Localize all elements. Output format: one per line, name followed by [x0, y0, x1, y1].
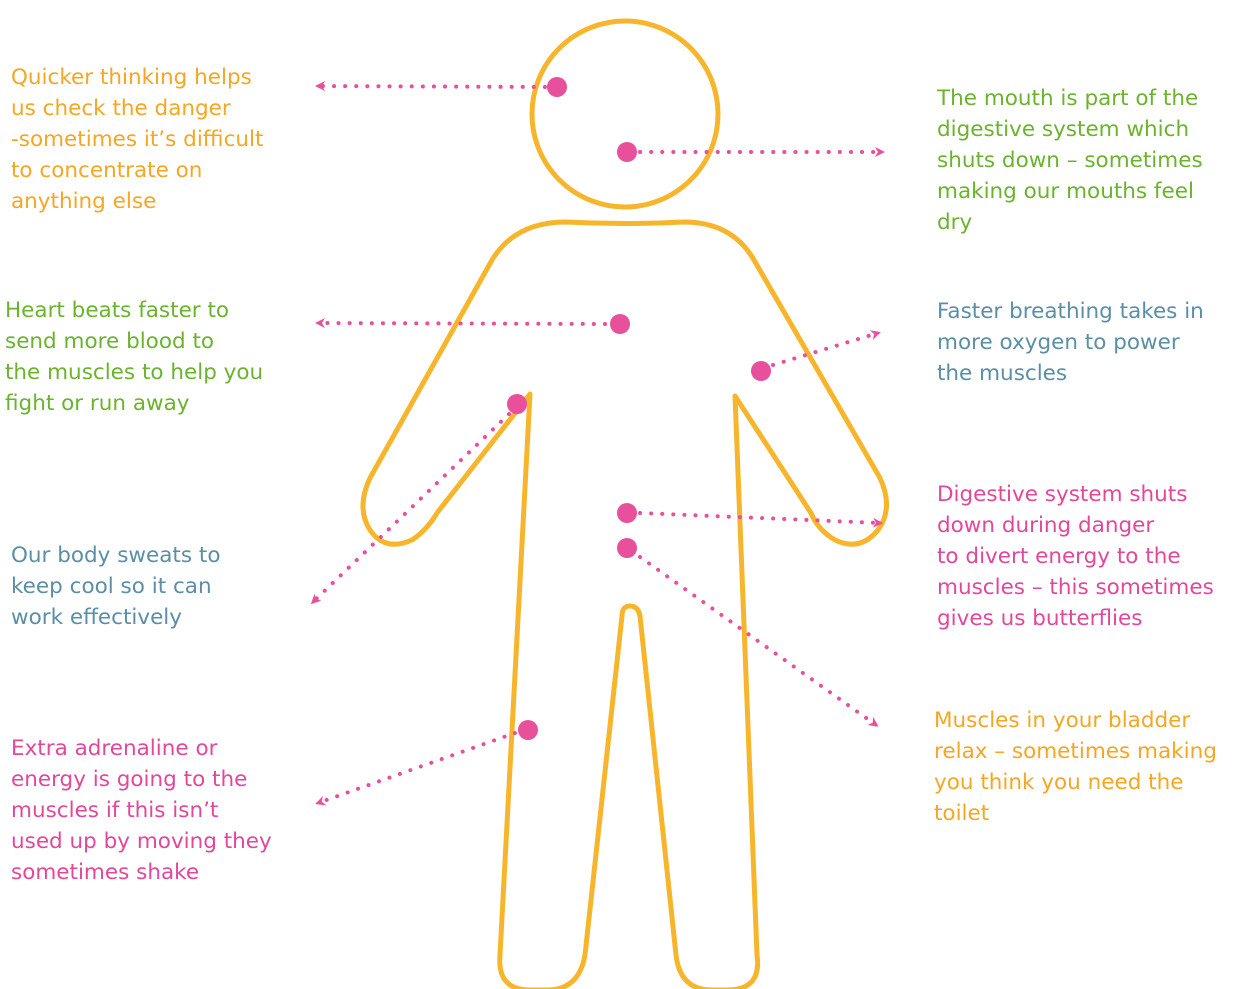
callout-line: you think you need the — [934, 767, 1217, 798]
callout-digestive: Digestive system shuts down during dange… — [937, 479, 1214, 634]
connector-adrenaline — [318, 733, 515, 803]
callout-line: toilet — [934, 798, 1217, 829]
callout-line: to divert energy to the — [937, 541, 1214, 572]
callout-line: energy is going to the — [11, 764, 272, 795]
callout-sweat: Our body sweats to keep cool so it can w… — [11, 540, 220, 633]
callout-line: Extra adrenaline or — [11, 733, 272, 764]
connector-bladder — [640, 557, 876, 725]
callout-line: gives us butterflies — [937, 603, 1214, 634]
callout-line: keep cool so it can — [11, 571, 220, 602]
dot-breathing — [751, 361, 771, 381]
dot-bladder — [617, 538, 637, 558]
callout-line: the muscles to help you — [5, 357, 263, 388]
callout-line: Digestive system shuts — [937, 479, 1214, 510]
callout-line: Faster breathing takes in — [937, 296, 1204, 327]
connector-sweat — [313, 414, 509, 602]
callout-line: fight or run away — [5, 388, 263, 419]
callout-line: shuts down – sometimes — [937, 145, 1203, 176]
callout-line: Heart beats faster to — [5, 295, 263, 326]
connector-heart — [318, 323, 605, 324]
callout-line: The mouth is part of the — [937, 83, 1203, 114]
dot-thinking — [547, 77, 567, 97]
callout-line: us check the danger — [11, 93, 263, 124]
callout-adrenaline: Extra adrenaline or energy is going to t… — [11, 733, 272, 888]
callout-line: Muscles in your bladder — [934, 705, 1217, 736]
callout-line: muscles – this sometimes — [937, 572, 1214, 603]
callout-bladder: Muscles in your bladder relax – sometime… — [934, 705, 1217, 829]
body-outline — [363, 222, 887, 989]
callout-heart: Heart beats faster to send more blood to… — [5, 295, 263, 419]
callout-breathing: Faster breathing takes in more oxygen to… — [937, 296, 1204, 389]
callout-line: more oxygen to power — [937, 327, 1204, 358]
connector-thinking — [318, 86, 545, 87]
callout-line: making our mouths feel — [937, 176, 1203, 207]
dot-sweat — [507, 394, 527, 414]
callout-line: work effectively — [11, 602, 220, 633]
connector-breathing — [773, 333, 878, 365]
callout-line: digestive system which — [937, 114, 1203, 145]
callout-line: dry — [937, 207, 1203, 238]
connector-digestive — [640, 513, 880, 523]
callout-line: down during danger — [937, 510, 1214, 541]
callout-line: -sometimes it’s difficult — [11, 124, 263, 155]
callout-line: to concentrate on — [11, 155, 263, 186]
callout-thinking: Quicker thinking helps us check the dang… — [11, 62, 263, 217]
callout-line: muscles if this isn’t — [11, 795, 272, 826]
dots — [507, 77, 771, 740]
callout-line: send more blood to — [5, 326, 263, 357]
head-outline — [532, 21, 718, 207]
callout-mouth: The mouth is part of the digestive syste… — [937, 83, 1203, 238]
callout-line: the muscles — [937, 358, 1204, 389]
callout-line: anything else — [11, 186, 263, 217]
dot-heart — [610, 314, 630, 334]
dot-adrenaline — [518, 720, 538, 740]
callout-line: Our body sweats to — [11, 540, 220, 571]
callout-line: Quicker thinking helps — [11, 62, 263, 93]
callout-line: sometimes shake — [11, 857, 272, 888]
connectors — [313, 86, 882, 803]
dot-mouth — [617, 142, 637, 162]
dot-digestive — [617, 503, 637, 523]
callout-line: used up by moving they — [11, 826, 272, 857]
callout-line: relax – sometimes making — [934, 736, 1217, 767]
